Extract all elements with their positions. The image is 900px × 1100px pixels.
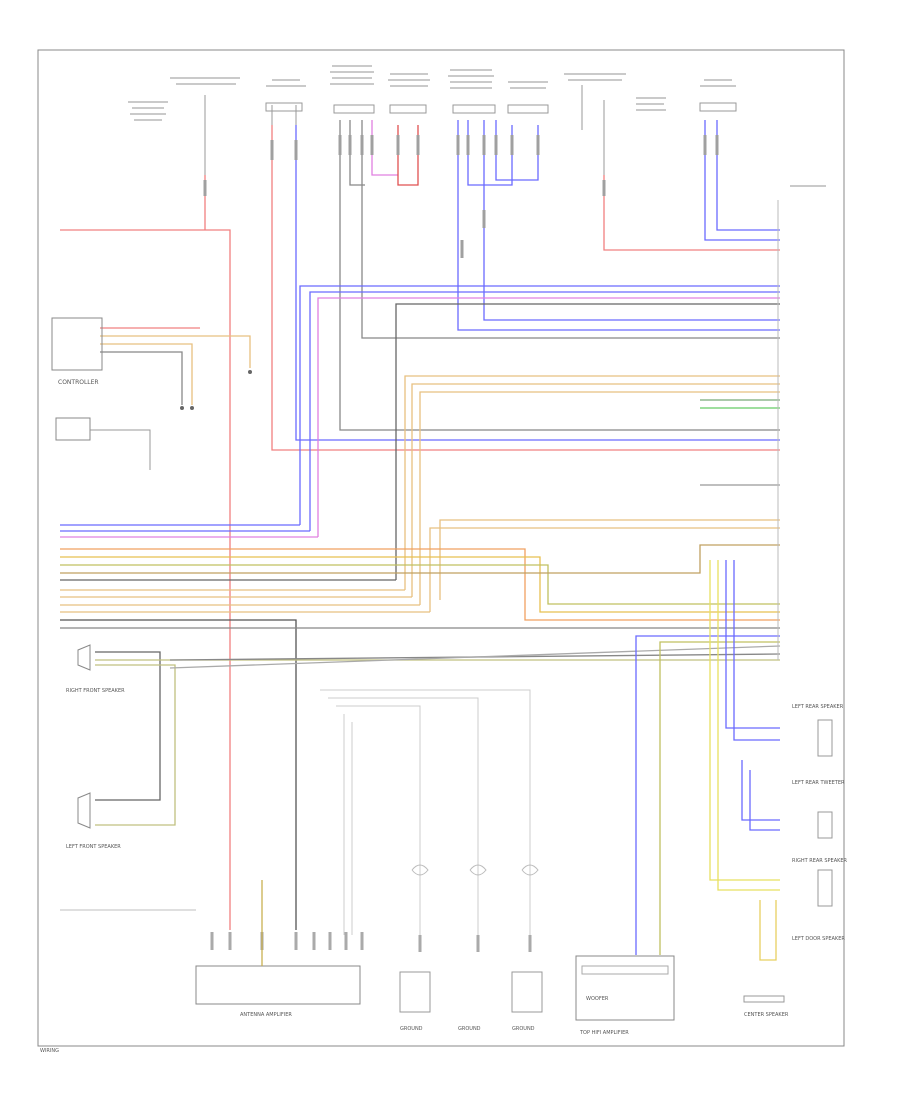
controller-box	[51, 317, 103, 371]
ground-b-label: GROUND	[458, 1026, 481, 1032]
top-hifi-amplifier-label: TOP HIFI AMPLIFIER	[579, 1030, 629, 1036]
antenna-amplifier-label: ANTENNA AMPLIFIER	[240, 1012, 292, 1018]
antenna-amplifier-box	[195, 965, 361, 1005]
left-rear-speaker-label: LEFT REAR SPEAKER	[792, 704, 844, 710]
lower-middle-wires	[320, 689, 531, 935]
ground-c-label: GROUND	[512, 1026, 535, 1032]
speaker-wires	[95, 645, 781, 826]
footer-id: WIRING	[40, 1048, 59, 1054]
controller-wires	[100, 327, 251, 405]
amplifier-pins	[210, 932, 532, 952]
right-speaker-boxes	[743, 719, 833, 1003]
antenna-box	[55, 417, 91, 441]
lower-right-wires	[635, 560, 780, 961]
right-rear-speaker-label: RIGHT REAR SPEAKER	[792, 858, 848, 864]
hifi-connector	[581, 965, 669, 975]
center-speaker-label: CENTER SPEAKER	[744, 1012, 789, 1018]
left-front-speaker-label: LEFT FRONT SPEAKER	[66, 844, 121, 850]
top-components	[204, 85, 737, 230]
right-front-speaker-label: RIGHT FRONT SPEAKER	[66, 688, 125, 694]
left-rear-tweeter-label: LEFT REAR TWEETER	[792, 780, 845, 786]
ground-box-left	[399, 971, 431, 1013]
ground-box-right	[511, 971, 543, 1013]
left-speaker-symbols	[77, 644, 91, 829]
woofer-label: WOOFER	[586, 996, 609, 1002]
controller-label: CONTROLLER	[58, 379, 99, 386]
ground-a-label: GROUND	[400, 1026, 423, 1032]
diagram-frame	[37, 49, 845, 1047]
left-bus-wires	[60, 229, 780, 930]
hifi-amplifier-box	[575, 955, 675, 1021]
amplifier-feed-wires	[60, 880, 263, 966]
pin-marks	[203, 135, 719, 258]
fuse-symbols	[411, 864, 539, 876]
left-door-speaker-label: LEFT DOOR SPEAKER	[792, 936, 845, 942]
header-label-marks	[128, 65, 826, 187]
top-vertical-wires	[204, 120, 780, 451]
ground-symbols	[180, 370, 252, 410]
